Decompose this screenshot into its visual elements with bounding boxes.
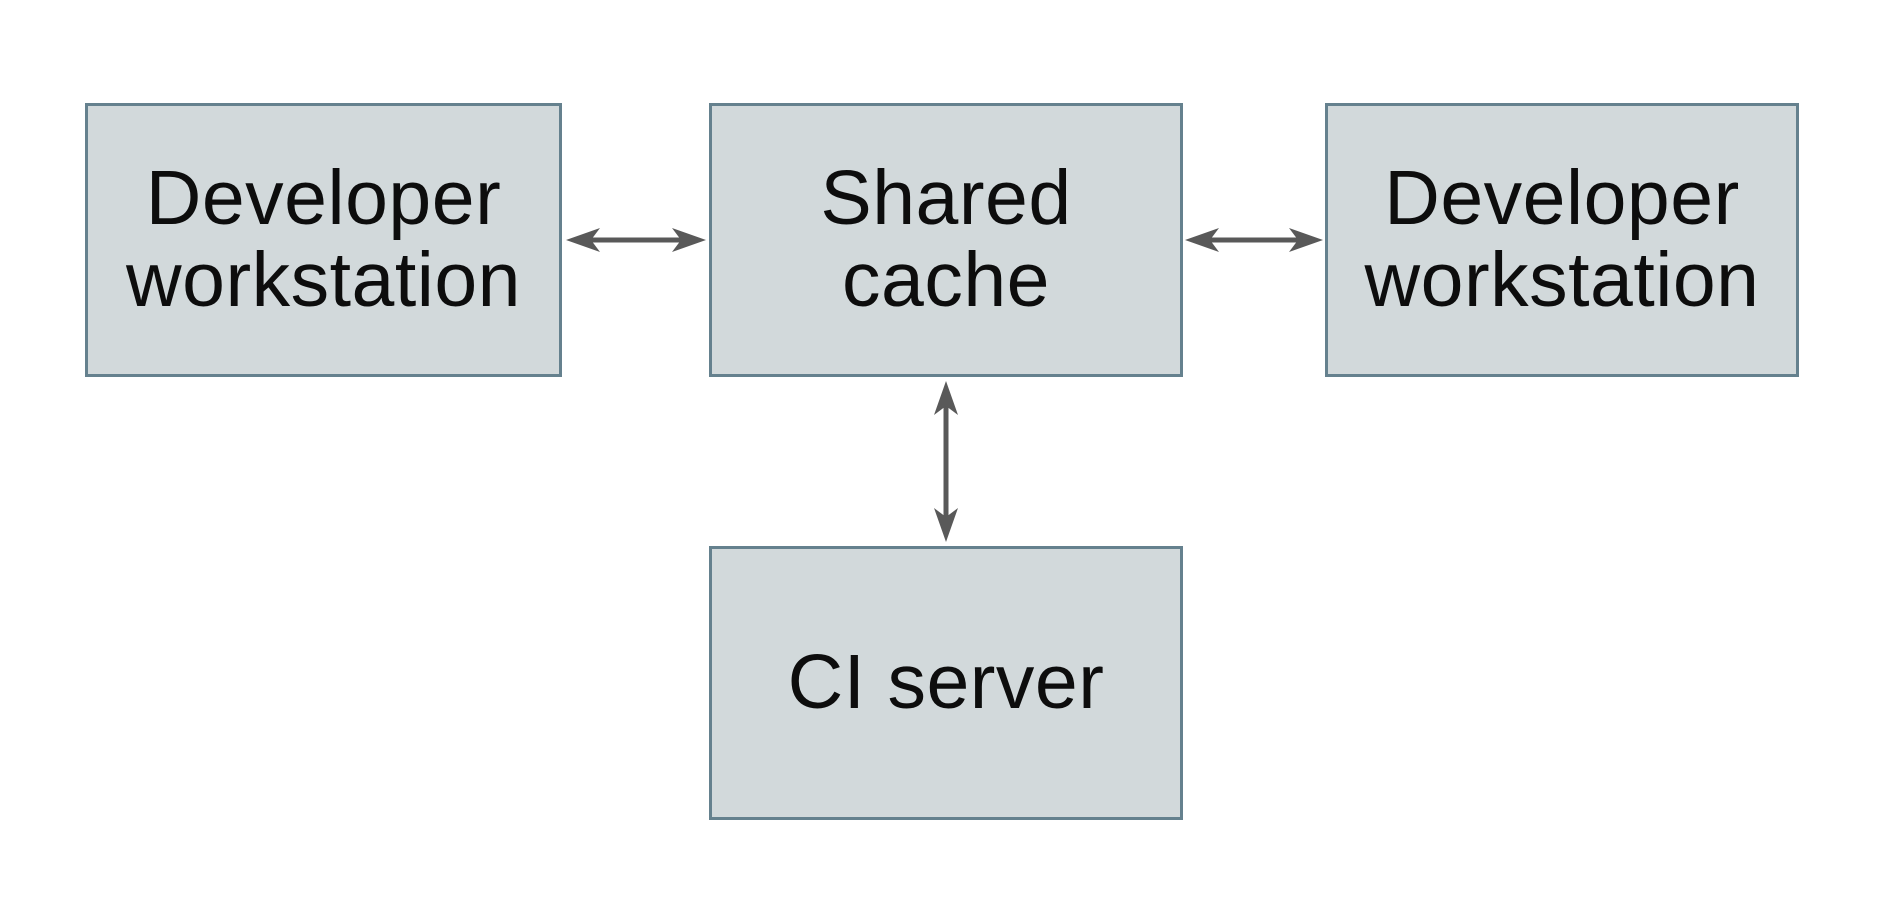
node-shared-cache: Shared cache xyxy=(709,103,1183,377)
node-developer-workstation-right-label: Developer workstation xyxy=(1364,155,1760,323)
node-developer-workstation-left-label: Developer workstation xyxy=(126,155,521,323)
node-developer-workstation-left: Developer workstation xyxy=(85,103,562,377)
node-ci-server-label: CI server xyxy=(787,639,1105,726)
arrow-cache-devright-bidirectional xyxy=(1185,228,1323,252)
node-shared-cache-label: Shared cache xyxy=(820,155,1072,323)
node-ci-server: CI server xyxy=(709,546,1183,820)
node-developer-workstation-right: Developer workstation xyxy=(1325,103,1799,377)
arrow-devleft-cache-bidirectional xyxy=(566,228,706,252)
arrow-cache-ciserver-bidirectional xyxy=(934,381,958,542)
